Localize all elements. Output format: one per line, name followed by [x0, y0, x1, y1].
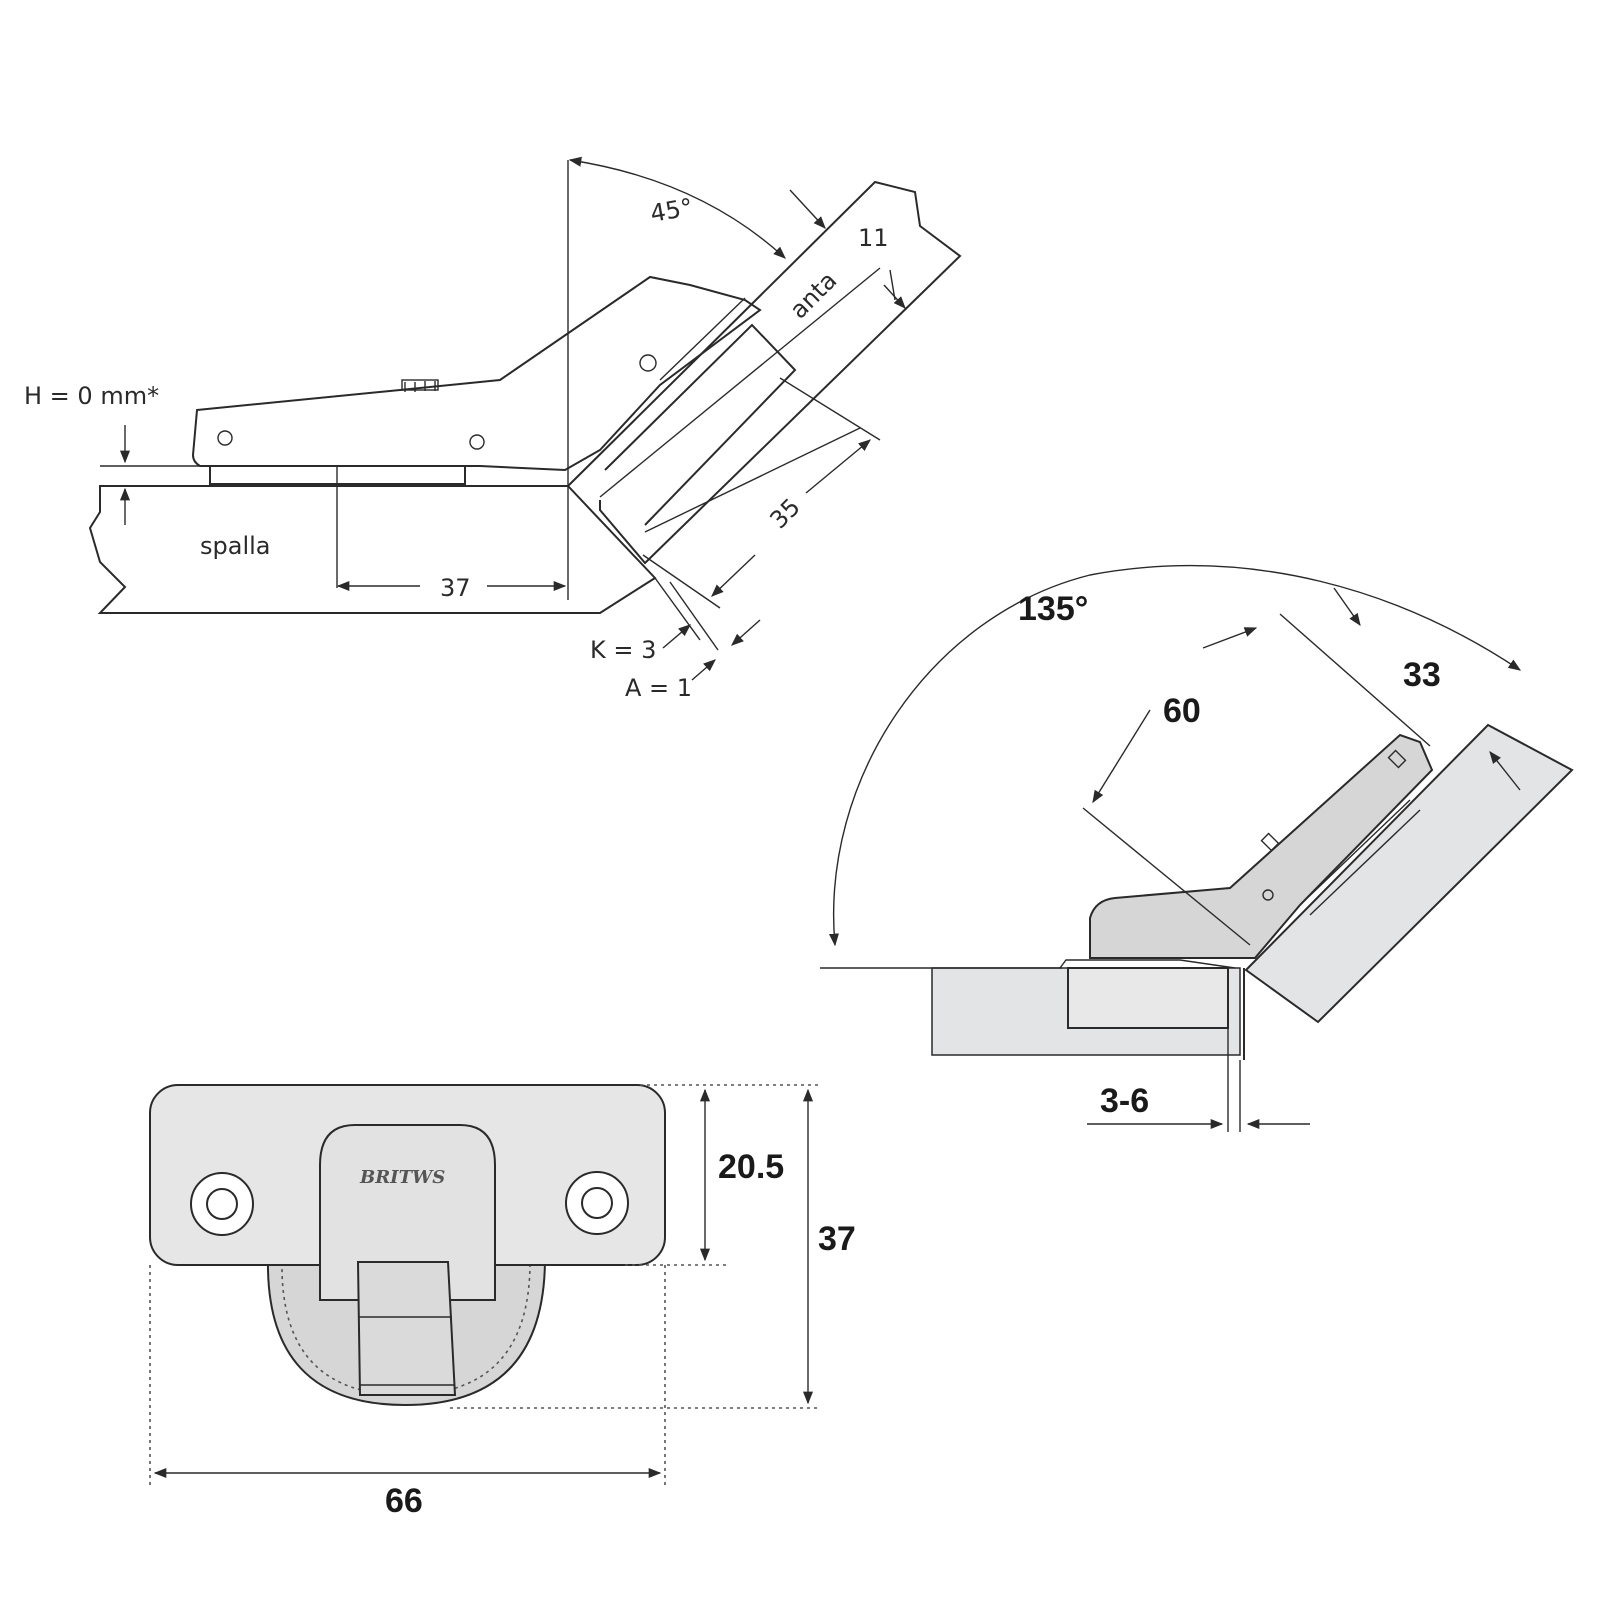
door-panel — [567, 180, 962, 565]
angle-arc-135 — [828, 564, 1522, 947]
a-value-label: A = 1 — [625, 674, 692, 702]
hinge-cup-135 — [1067, 967, 1229, 1029]
plate-top-view: BRITWS 20.5 37 66 — [149, 1084, 856, 1520]
side-view-45: 45° 11 anta H = 0 mm* spalla 37 35 K = 3… — [24, 156, 962, 702]
dim-66: 66 — [385, 1482, 423, 1520]
angle-view-135: 135° 60 33 3-6 — [820, 564, 1574, 1132]
screw-hole-left-icon — [190, 1172, 254, 1236]
panel-label: spalla — [200, 532, 271, 560]
dim-60: 60 — [1163, 692, 1201, 730]
brand-logo: BRITWS — [359, 1167, 445, 1188]
angle-label-135: 135° — [1018, 590, 1088, 628]
plate-center-boss — [319, 1124, 496, 1301]
hinge-cup — [604, 323, 797, 526]
door-label: anta — [784, 266, 842, 324]
screw-hole-icon — [217, 430, 233, 446]
angle-label-45: 45° — [648, 193, 695, 228]
dim-33: 33 — [1403, 656, 1441, 694]
dim-37-plate: 37 — [818, 1220, 856, 1258]
dim-11: 11 — [858, 224, 889, 252]
dim-20-5: 20.5 — [718, 1148, 784, 1186]
dim-35: 35 — [764, 493, 805, 534]
plate-tab — [356, 1261, 457, 1396]
dim-37-side: 37 — [440, 574, 471, 602]
k-value-label: K = 3 — [590, 636, 656, 664]
angle-arc-45 — [568, 156, 786, 259]
cabinet-side-panel — [88, 485, 657, 614]
hinge-arm — [191, 275, 762, 472]
overlay-height-label: H = 0 mm* — [24, 382, 159, 410]
screw-hole-icon — [639, 354, 657, 372]
dim-3-6: 3-6 — [1100, 1082, 1149, 1120]
screw-hole-right-icon — [565, 1171, 629, 1235]
screw-hole-icon — [469, 434, 485, 450]
